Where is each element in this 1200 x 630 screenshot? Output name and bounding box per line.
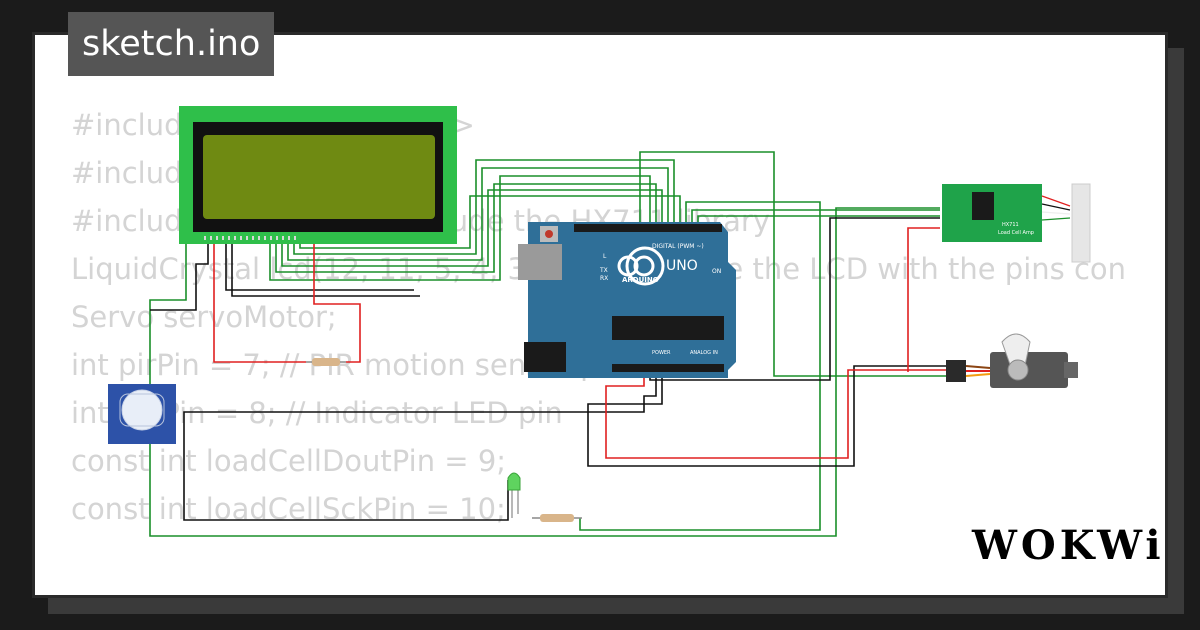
arduino-uno-board[interactable]: DIGITAL (PWM ~) UNO ARDUINO ON TX RX L P… <box>518 222 736 378</box>
lcd-display[interactable] <box>179 106 457 244</box>
on-label: ON <box>712 268 721 275</box>
uno-label: UNO <box>666 258 698 274</box>
code-line: Servo servoMotor; <box>71 300 337 334</box>
power-analog-header <box>612 364 724 372</box>
hx711-module[interactable]: HX711 Load Cell Amp <box>942 184 1042 242</box>
hx711-chip <box>972 192 994 220</box>
resistor-2[interactable] <box>532 514 582 522</box>
wokwi-logo: WOKWi <box>972 522 1165 569</box>
atmega-chip <box>612 316 724 340</box>
arduino-logo-icon <box>625 246 665 286</box>
l-label: L <box>603 253 607 260</box>
usb-port <box>518 244 562 280</box>
file-tab[interactable]: sketch.ino <box>68 12 275 76</box>
green-led[interactable] <box>507 472 521 518</box>
analog-label: ANALOG IN <box>690 350 718 356</box>
green-wires <box>149 151 946 537</box>
lcd-pin-row <box>204 236 296 240</box>
tx-label: TX <box>599 267 608 274</box>
red-wires <box>213 227 946 459</box>
hx711-label: HX711 <box>1002 222 1019 228</box>
pir-motion-sensor[interactable] <box>108 384 176 444</box>
code-line: const int loadCellDoutPin = 9; <box>71 444 507 478</box>
rx-label: RX <box>600 275 608 282</box>
brand-label: ARDUINO <box>622 276 659 284</box>
hx711-sub-label: Load Cell Amp <box>998 230 1034 236</box>
power-jack <box>524 342 566 372</box>
load-cell[interactable] <box>1041 183 1091 263</box>
digital-header <box>574 224 722 232</box>
servo-motor[interactable] <box>946 333 1078 388</box>
resistor-1[interactable] <box>306 358 346 366</box>
digital-label: DIGITAL (PWM ~) <box>652 243 704 250</box>
power-label: POWER <box>652 350 671 356</box>
